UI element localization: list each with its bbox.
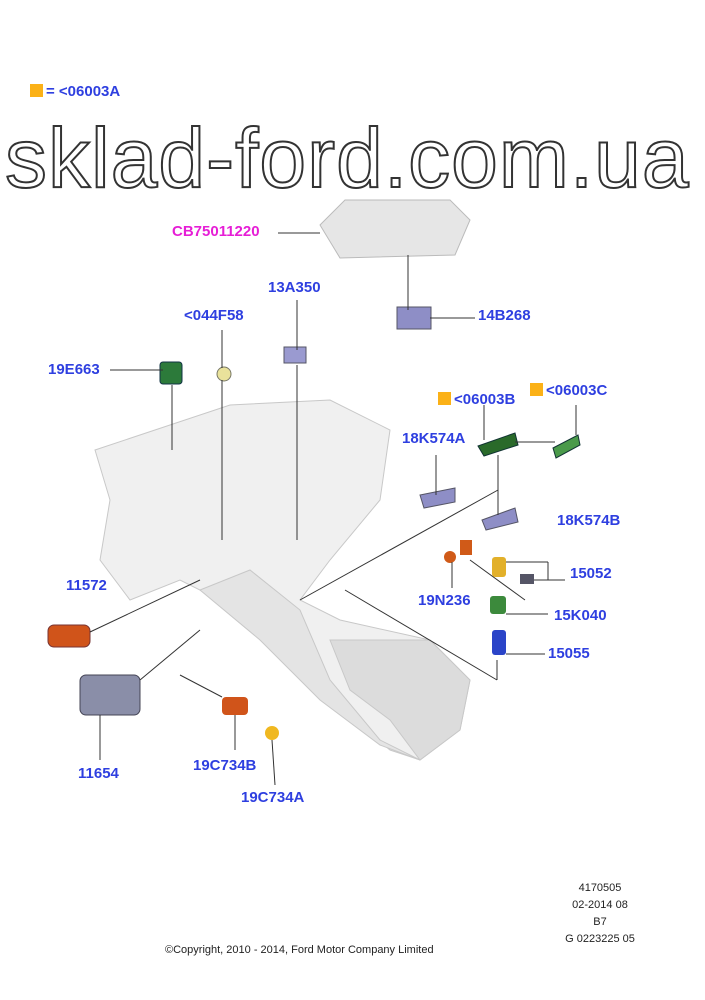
drawing-number: 4170505 bbox=[578, 882, 622, 894]
callout-18k574b: 18K574B bbox=[557, 512, 621, 529]
callout-06003b-text: <06003B bbox=[454, 391, 516, 408]
legend-text: = <06003A bbox=[46, 83, 121, 100]
part-19c734a bbox=[265, 726, 279, 740]
callout-14b268: 14B268 bbox=[478, 307, 531, 324]
part-18k574b bbox=[481, 507, 519, 531]
part-11572 bbox=[47, 624, 91, 648]
drawing-date: 02-2014 08 bbox=[572, 899, 628, 911]
part-044f58 bbox=[216, 366, 232, 382]
callout-11572: 11572 bbox=[66, 577, 107, 594]
part-06003c bbox=[552, 434, 581, 459]
callout-15055: 15055 bbox=[548, 645, 590, 662]
part-13a350 bbox=[283, 346, 307, 364]
part-15k040 bbox=[490, 596, 506, 614]
dashboard-illustration bbox=[94, 399, 471, 761]
part-11654 bbox=[79, 674, 141, 716]
callout-06003c-text: <06003C bbox=[546, 382, 608, 399]
part-19e663 bbox=[159, 361, 183, 385]
part-06003b bbox=[477, 432, 519, 457]
callout-cb75011220: CB75011220 bbox=[172, 223, 260, 240]
part-19n236 bbox=[444, 551, 456, 563]
drawing-info: 4170505 02-2014 08 B7 G 0223225 05 bbox=[540, 880, 660, 948]
callout-19c734b: 19C734B bbox=[193, 757, 257, 774]
callout-06003c: <06003C bbox=[530, 382, 607, 399]
copyright: ©Copyright, 2010 - 2014, Ford Motor Comp… bbox=[165, 944, 434, 956]
part-19n236-b bbox=[460, 540, 472, 555]
callout-15052: 15052 bbox=[570, 565, 612, 582]
overhead-console bbox=[319, 199, 471, 259]
part-18k574a bbox=[419, 487, 456, 509]
callout-15k040: 15K040 bbox=[554, 607, 607, 624]
part-15052-b bbox=[520, 574, 534, 584]
orange-square-icon bbox=[438, 392, 451, 405]
legend: = <06003A bbox=[30, 83, 120, 100]
orange-square-icon bbox=[530, 383, 543, 396]
callout-19c734a: 19C734A bbox=[241, 789, 305, 806]
orange-square-icon bbox=[30, 84, 43, 97]
watermark: sklad-ford.com.ua bbox=[4, 111, 690, 205]
callout-13a350: 13A350 bbox=[268, 279, 321, 296]
callout-19e663: 19E663 bbox=[48, 361, 100, 378]
leader-lines bbox=[89, 232, 577, 786]
callout-06003b: <06003B bbox=[438, 391, 515, 408]
callout-19n236: 19N236 bbox=[418, 592, 471, 609]
callout-18k574a: 18K574A bbox=[402, 430, 466, 447]
drawing-ref: G 0223225 05 bbox=[565, 933, 635, 945]
part-14b268 bbox=[396, 306, 432, 330]
callout-11654: 11654 bbox=[78, 765, 119, 782]
drawing-code: B7 bbox=[593, 916, 607, 928]
callout-044f58: <044F58 bbox=[184, 307, 244, 324]
part-15052-a bbox=[492, 557, 506, 577]
part-19c734b bbox=[222, 697, 248, 715]
part-15055 bbox=[492, 630, 506, 655]
